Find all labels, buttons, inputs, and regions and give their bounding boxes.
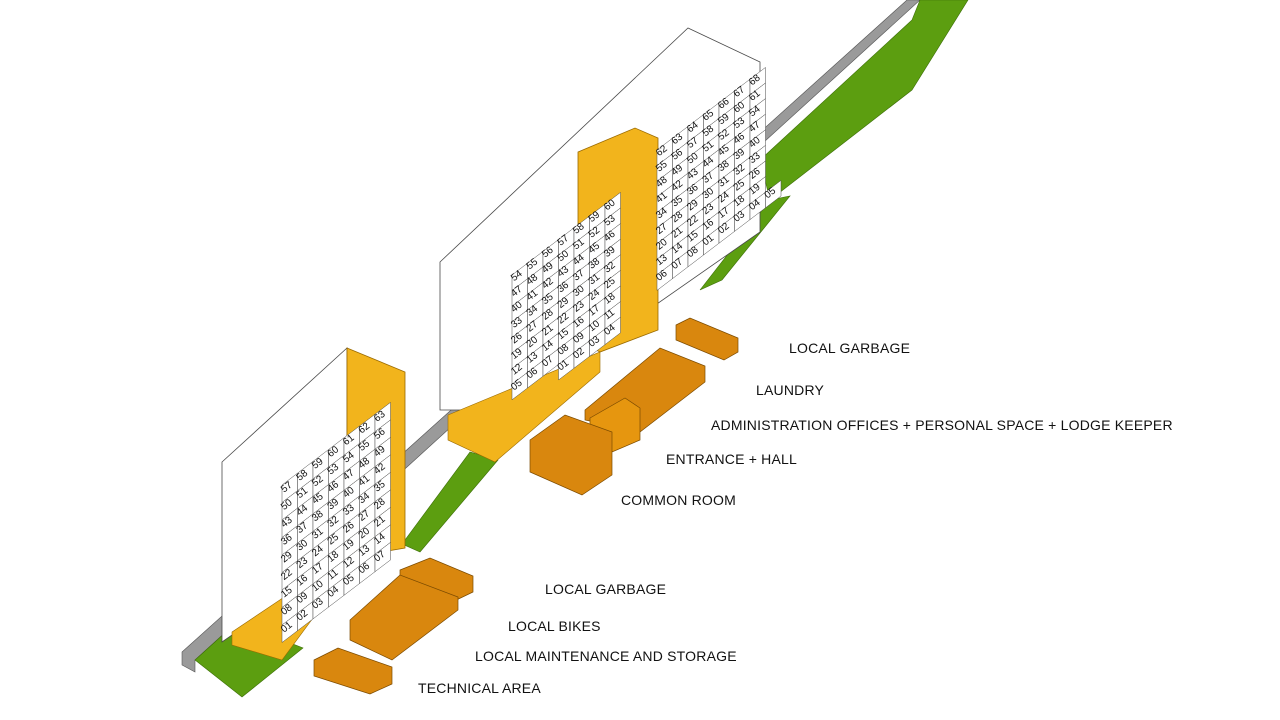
volumes-lower: [313, 557, 474, 695]
volume-entrance: [529, 414, 613, 496]
label-laundry: LAUNDRY: [756, 382, 825, 398]
facade-right: 6263646566676855565758596061484950515253…: [654, 66, 782, 291]
label-entrance: ENTRANCE + HALL: [666, 451, 797, 467]
unit-cell: [374, 541, 391, 573]
label-local-garbage-top: LOCAL GARBAGE: [789, 340, 911, 356]
volume-garbage-top: [675, 317, 739, 361]
label-common-room: COMMON ROOM: [621, 492, 736, 508]
unit-cell: [765, 179, 782, 209]
label-admin: ADMINISTRATION OFFICES + PERSONAL SPACE …: [711, 417, 1173, 433]
unit-cell: [604, 316, 621, 346]
ground-green-top: [759, 0, 969, 201]
label-local-garbage-bottom: LOCAL GARBAGE: [545, 581, 667, 597]
volumes-upper: [529, 317, 739, 496]
label-technical: TECHNICAL AREA: [418, 680, 541, 696]
facade-left: 5758596061626350515253545556434445464748…: [279, 401, 391, 644]
label-local-bikes: LOCAL BIKES: [508, 618, 601, 634]
volume-technical: [313, 647, 393, 695]
building-left: 5758596061626350515253545556434445464748…: [221, 347, 406, 661]
facade-middle: 5455565758596047484950515253404142434445…: [509, 191, 621, 401]
ground-green-mid: [401, 451, 499, 553]
building-middle: 5455565758596047484950515253404142434445…: [439, 27, 782, 463]
label-maintenance: LOCAL MAINTENANCE AND STORAGE: [475, 648, 737, 664]
volume-bikes: [349, 574, 459, 661]
